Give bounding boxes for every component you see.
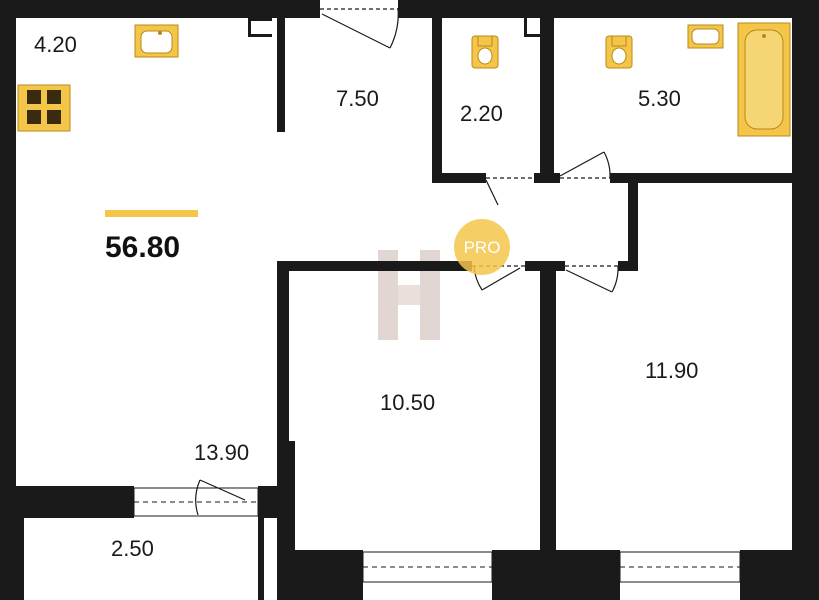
room-label-living: 13.90 [194, 440, 249, 465]
bathtub-icon [737, 22, 791, 137]
room-label-hall: 7.50 [336, 86, 379, 111]
watermark-logo [378, 250, 440, 340]
room-label-bedroom-1: 10.50 [380, 390, 435, 415]
room-label-wc: 2.20 [460, 101, 503, 126]
wc-toilet-icon [471, 35, 499, 69]
pro-badge: PRO [454, 219, 510, 275]
room-label-balcony: 2.50 [111, 536, 154, 561]
pro-badge-text: PRO [464, 238, 501, 257]
room-label-bathroom: 5.30 [638, 86, 681, 111]
stove-icon [17, 84, 71, 132]
kitchen-sink-icon [134, 24, 179, 58]
bathroom-sink-icon [687, 24, 724, 49]
windows [133, 487, 741, 583]
room-label-kitchen: 4.20 [34, 32, 77, 57]
total-area-label: 56.80 [105, 231, 180, 264]
total-area-accent-bar [105, 210, 198, 217]
bathroom-toilet-icon [605, 35, 633, 69]
room-label-bedroom-2: 11.90 [645, 358, 698, 383]
